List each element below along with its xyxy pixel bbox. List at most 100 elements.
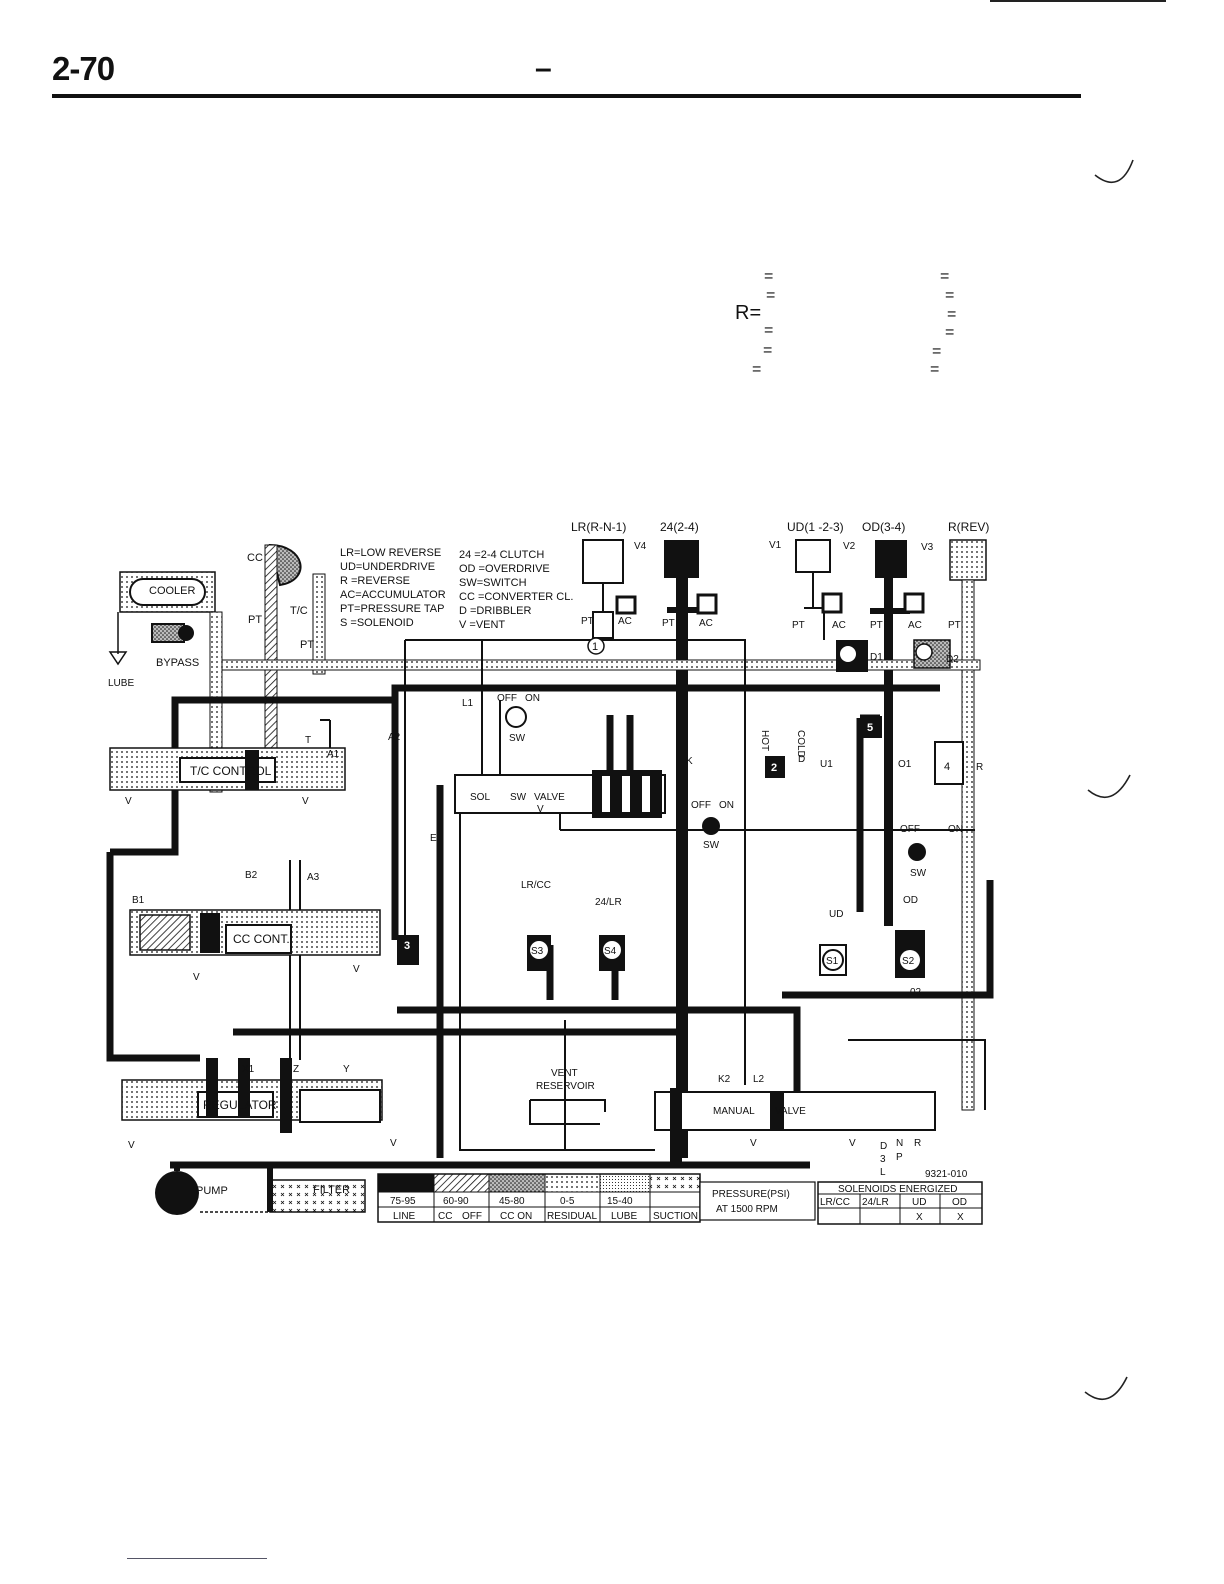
eq-right-2: =: [945, 287, 955, 304]
cold-label: COLD: [795, 730, 806, 758]
ud-solenoid-label: UD: [829, 909, 843, 920]
header-dash: –: [535, 52, 552, 85]
pressure-range-cc-off: 60-90: [443, 1196, 469, 1207]
passage-r: R: [976, 762, 983, 773]
bottom-rule: [127, 1558, 267, 1559]
selector-3: 3: [880, 1154, 886, 1165]
pressure-range-lube: 15-40: [607, 1196, 633, 1207]
pressure-range-cc-on: 45-80: [499, 1196, 525, 1207]
vent-sol: V: [537, 804, 544, 815]
vent-manual-1: V: [750, 1138, 757, 1149]
passage-x1: X1: [242, 1064, 255, 1075]
pressure-name-cc-on: CC ON: [500, 1211, 532, 1222]
legend-left-3: R =REVERSE: [340, 575, 410, 587]
switch-3-on: ON: [948, 824, 963, 835]
tc-label: T/C: [290, 605, 308, 617]
passage-y: Y: [343, 1064, 350, 1075]
switch-1-sw: SW: [509, 733, 526, 744]
legend-right-2: OD =OVERDRIVE: [459, 563, 550, 575]
solenoid-s4-label: S4: [604, 946, 617, 957]
pressure-title-1: PRESSURE(PSI): [712, 1189, 790, 1200]
cooler-label: COOLER: [149, 585, 196, 597]
pt-od: PT: [870, 620, 883, 631]
hot-label: HOT: [759, 730, 770, 751]
vent-label: VENT: [551, 1068, 578, 1079]
vent-tc-2: V: [302, 796, 309, 807]
passage-b1: B1: [132, 895, 145, 906]
solenoid-header-24lr: 24/LR: [862, 1197, 889, 1208]
passage-l1: L1: [462, 698, 474, 709]
eq-right-5: =: [932, 343, 942, 360]
legend-right-4: CC =CONVERTER CL.: [459, 591, 573, 603]
lr-cc-solenoid-label: LR/CC: [521, 880, 551, 891]
lube-label: LUBE: [108, 678, 134, 689]
passage-v4: V4: [634, 541, 647, 552]
passage-u1: U1: [820, 759, 833, 770]
selector-n: N: [896, 1138, 903, 1149]
pressure-name-off: OFF: [462, 1211, 482, 1222]
legend-left-1: LR=LOW REVERSE: [340, 547, 441, 559]
pressure-name-residual: RESIDUAL: [547, 1211, 597, 1222]
od-solenoid-label: OD: [903, 895, 918, 906]
solenoid-s2-label: S2: [902, 956, 915, 967]
legend-right-5: D =DRIBBLER: [459, 605, 531, 617]
marker-4: 4: [944, 761, 950, 773]
passage-a1: A1: [327, 749, 340, 760]
solenoid-header-lrcc: LR/CC: [820, 1197, 850, 1208]
solenoid-value-ud: X: [916, 1212, 923, 1223]
solenoid-table-title: SOLENOIDS ENERGIZED: [838, 1184, 957, 1195]
legend-right-3: SW=SWITCH: [459, 577, 527, 589]
top-margin-rule: [990, 0, 1166, 2]
sw-label: SW: [510, 792, 527, 803]
bypass-label: BYPASS: [156, 657, 199, 669]
clutch-lr-label: LR(R-N-1): [571, 520, 626, 534]
passage-d1: D1: [870, 652, 883, 663]
legend-right-6: V =VENT: [459, 619, 505, 631]
regulator-label: REGULATOR: [203, 1098, 277, 1112]
ac-od: AC: [908, 620, 922, 631]
eq-left-4: =: [764, 322, 774, 339]
switch-2-sw: SW: [703, 840, 720, 851]
eq-left-3: R=: [735, 302, 762, 324]
cc-label: CC: [247, 552, 263, 564]
margin-arc-3: [1084, 1376, 1128, 1401]
vent-manual-2: V: [849, 1138, 856, 1149]
filter-label: FILTER: [313, 1184, 350, 1196]
vent-cc-2: V: [353, 964, 360, 975]
switch-3-off: OFF: [900, 824, 920, 835]
clutch-24-label: 24(2-4): [660, 520, 699, 534]
eq-right-6: =: [930, 361, 940, 378]
cc-control-label: CC CONT.: [233, 932, 290, 946]
selector-r: R: [914, 1138, 921, 1149]
page-number: 2-70: [52, 50, 115, 87]
vent-cc-1: V: [193, 972, 200, 983]
eq-left-1: =: [764, 268, 774, 285]
ac-ud: AC: [832, 620, 846, 631]
pressure-name-line: LINE: [393, 1211, 416, 1222]
switch-3-sw: SW: [910, 868, 927, 879]
ac-24: AC: [699, 618, 713, 629]
vent-tc-1: V: [125, 796, 132, 807]
pt-label-1: PT: [248, 614, 262, 626]
passage-k: K: [686, 756, 693, 767]
legend-right-1: 24 =2-4 CLUTCH: [459, 549, 544, 561]
vent-reg-2: V: [390, 1138, 397, 1149]
tc-control-label: T/C CONTROL: [190, 764, 272, 778]
selector-p: P: [896, 1152, 903, 1163]
marker-1: 1: [592, 641, 598, 653]
passage-a3: A3: [307, 872, 320, 883]
pressure-title-2: AT 1500 RPM: [716, 1204, 778, 1215]
manual-label: MANUAL: [713, 1106, 755, 1117]
legend-left-6: S =SOLENOID: [340, 617, 414, 629]
clutch-rev-label: R(REV): [948, 520, 989, 534]
solenoid-header-ud: UD: [912, 1197, 926, 1208]
switch-2-off: OFF: [691, 800, 711, 811]
passage-v2: V2: [843, 541, 856, 552]
header-rule: [52, 94, 1081, 98]
margin-arc-1: [1094, 159, 1134, 184]
passage-o2: 02: [910, 987, 922, 998]
pt-ud: PT: [792, 620, 805, 631]
passage-b2: B2: [245, 870, 258, 881]
eq-right-4: =: [945, 324, 955, 341]
